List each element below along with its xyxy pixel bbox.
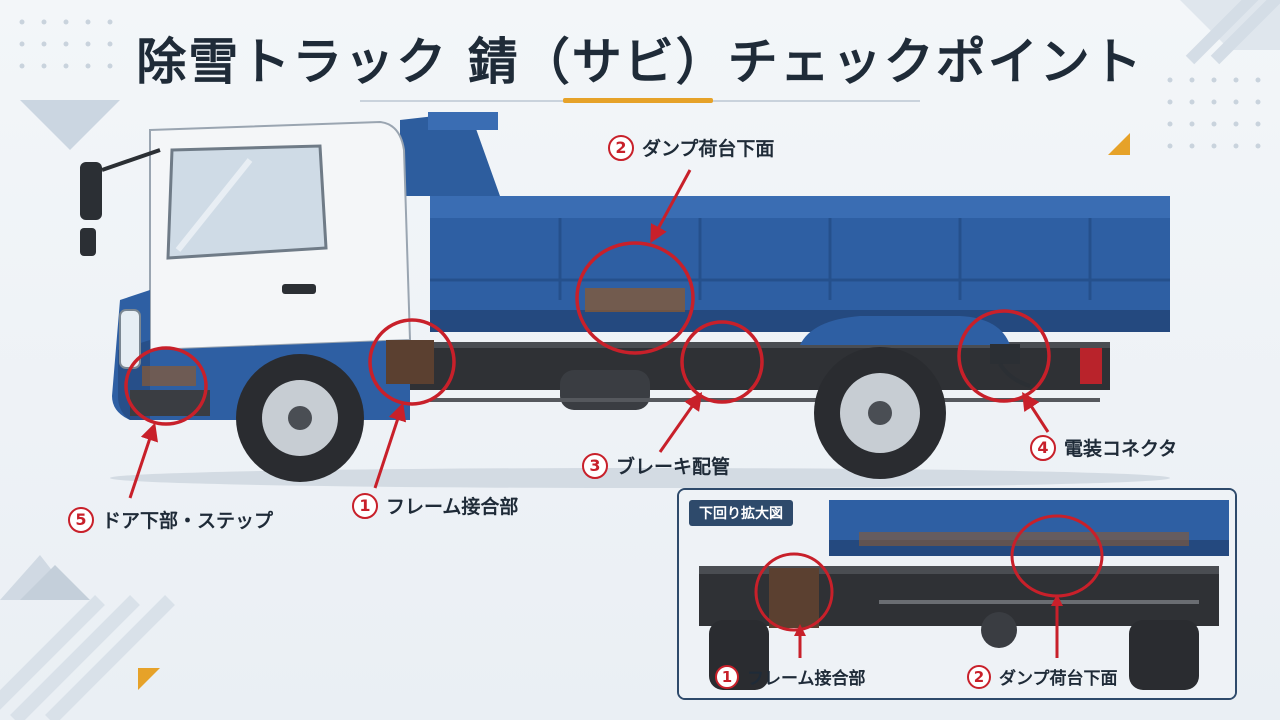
callout-number: 1 [715,664,739,689]
callout-number: 4 [1030,434,1056,461]
callout-label: フレーム接合部 [386,496,519,518]
arrow-dump-bed [650,169,692,244]
page-title: 除雪トラック 錆（サビ）チェックポイント [136,33,1144,91]
highlight-brake-line [680,320,764,404]
undercarriage-illustration [679,490,1235,698]
callout-number: 1 [352,492,378,519]
arrow-brake-line [658,392,703,453]
inset-callout-dump-bed: 2 ダンプ荷台下面 [967,664,1118,689]
callout-label: ブレーキ配管 [616,456,731,478]
callout-label: ダンプ荷台下面 [999,669,1118,689]
callout-frame-joint: 1 フレーム接合部 [352,492,518,519]
callout-number: 2 [608,134,634,161]
callout-label: フレーム接合部 [747,669,866,689]
callout-number: 3 [582,452,608,479]
inset-highlight-frame-joint [754,552,834,632]
rust-patch [585,288,685,312]
callout-label: ダンプ荷台下面 [642,138,775,160]
callout-brake-line: 3 ブレーキ配管 [582,452,730,479]
arrow-frame-joint [373,402,407,489]
title-accent-bar [563,98,713,103]
highlight-electrical-connector [957,309,1051,403]
callout-electrical-connector: 4 電装コネクタ [1030,434,1177,461]
callout-dump-bed-underside: 2 ダンプ荷台下面 [608,134,774,161]
highlight-door-step [124,346,208,426]
inset-callout-frame-joint: 1 フレーム接合部 [715,664,866,689]
arrow-connector [1022,391,1050,433]
inset-title: 下回り拡大図 [689,500,793,526]
callout-number: 2 [967,664,991,689]
callout-door-step: 5 ドア下部・ステップ [68,506,273,533]
arrow-door-step [128,422,158,499]
callout-label: 電装コネクタ [1064,438,1178,460]
highlight-frame-joint [368,318,456,406]
callout-label: ドア下部・ステップ [102,510,274,532]
undercarriage-closeup-inset: 下回り拡大図 1 フレーム接 [677,488,1237,700]
highlight-dump-bed-underside [575,241,695,355]
callout-number: 5 [68,506,94,533]
